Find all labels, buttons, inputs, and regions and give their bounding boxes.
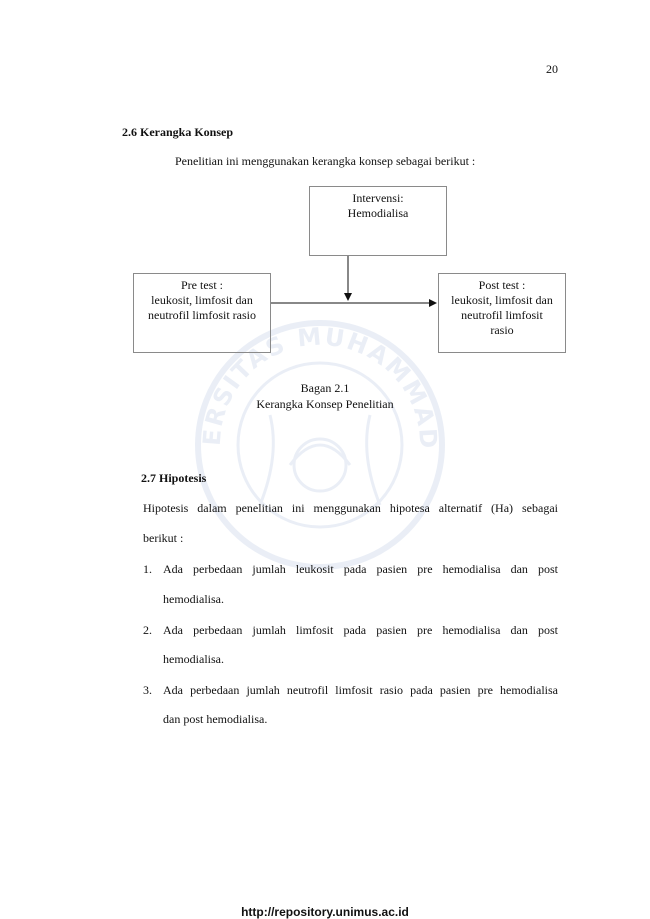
pre-test-box: Pre test : leukosit, limfosit dan neutro…: [133, 273, 271, 353]
page-number: 20: [546, 62, 558, 76]
list-item-text-continued: dan post hemodialisa.: [163, 712, 268, 726]
list-item-text: Ada perbedaan jumlah neutrofil limfosit …: [163, 683, 558, 697]
post-test-box: Post test : leukosit, limfosit dan neutr…: [438, 273, 566, 353]
intro-text: Penelitian ini menggunakan kerangka kons…: [175, 154, 476, 168]
section-heading-hipotesis: 2.7 Hipotesis: [141, 471, 207, 485]
list-item-text-continued: hemodialisa.: [163, 652, 224, 666]
list-item-number: 3.: [143, 683, 152, 697]
post-test-line-1: Post test :: [478, 278, 526, 292]
repository-url-footer[interactable]: http://repository.unimus.ac.id: [241, 905, 409, 919]
intervensi-box: Intervensi: Hemodialisa: [309, 186, 447, 256]
list-item-number: 1.: [143, 562, 152, 576]
pre-test-line-1: Pre test :: [181, 278, 223, 292]
concept-diagram: Intervensi: Hemodialisa Pre test : leuko…: [120, 180, 580, 365]
list-item-text: Ada perbedaan jumlah leukosit pada pasie…: [163, 562, 558, 576]
diagram-caption-title: Kerangka Konsep Penelitian: [256, 397, 394, 411]
post-test-line-4: rasio: [490, 323, 514, 337]
section-heading-kerangka-konsep: 2.6 Kerangka Konsep: [122, 125, 234, 139]
list-item-text-continued: hemodialisa.: [163, 592, 224, 606]
university-seal-watermark: UNIVERSITAS MUHAMMADIYAH: [179, 293, 450, 575]
diagram-connectors: [271, 256, 437, 307]
hipotesis-paragraph-line-1: Hipotesis dalam penelitian ini menggunak…: [143, 501, 558, 515]
pre-test-line-3: neutrofil limfosit rasio: [148, 308, 256, 322]
pre-test-line-2: leukosit, limfosit dan: [151, 293, 253, 307]
diagram-caption-label: Bagan 2.1: [300, 381, 350, 395]
intervensi-line-1: Intervensi:: [352, 191, 404, 205]
hipotesis-paragraph-line-2: berikut :: [143, 531, 184, 545]
post-test-line-3: neutrofil limfosit: [461, 308, 543, 322]
list-item-number: 2.: [143, 623, 152, 637]
post-test-line-2: leukosit, limfosit dan: [451, 293, 553, 307]
list-item-text: Ada perbedaan jumlah limfosit pada pasie…: [163, 623, 558, 637]
intervensi-line-2: Hemodialisa: [347, 206, 409, 220]
